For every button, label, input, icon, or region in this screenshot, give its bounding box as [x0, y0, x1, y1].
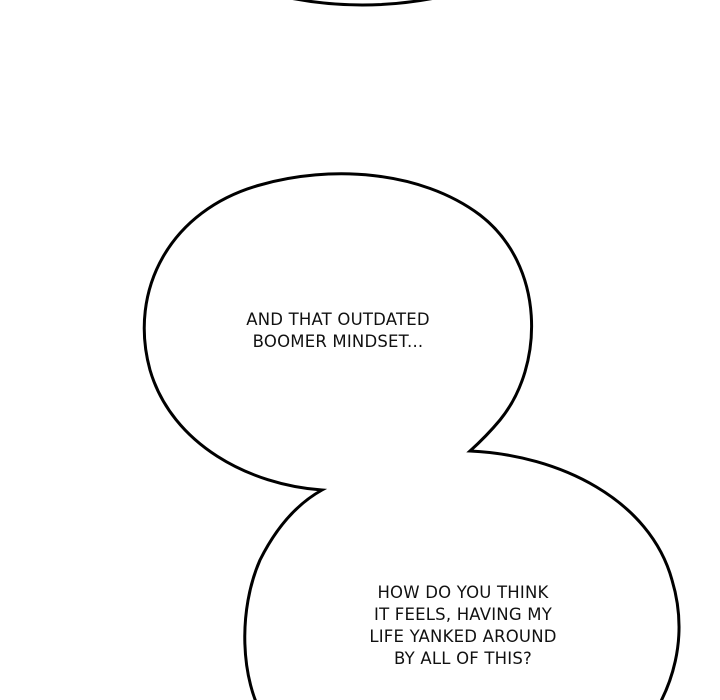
- connected-speech-bubbles: [142, 172, 681, 700]
- speech-bubble-2-text: HOW DO YOU THINK IT FEELS, HAVING MY LIF…: [353, 582, 573, 670]
- speech-line: BOOMER MINDSET...: [252, 332, 424, 351]
- speech-bubble-1-text: AND THAT OUTDATED BOOMER MINDSET...: [238, 309, 438, 353]
- speech-line: BY ALL OF THIS?: [394, 649, 532, 668]
- speech-line: IT FEELS, HAVING MY: [374, 605, 552, 624]
- speech-line: LIFE YANKED AROUND: [369, 627, 557, 646]
- top-partial-bubble: [292, 0, 433, 7]
- speech-line: AND THAT OUTDATED: [246, 310, 430, 329]
- speech-line: HOW DO YOU THINK: [377, 583, 549, 602]
